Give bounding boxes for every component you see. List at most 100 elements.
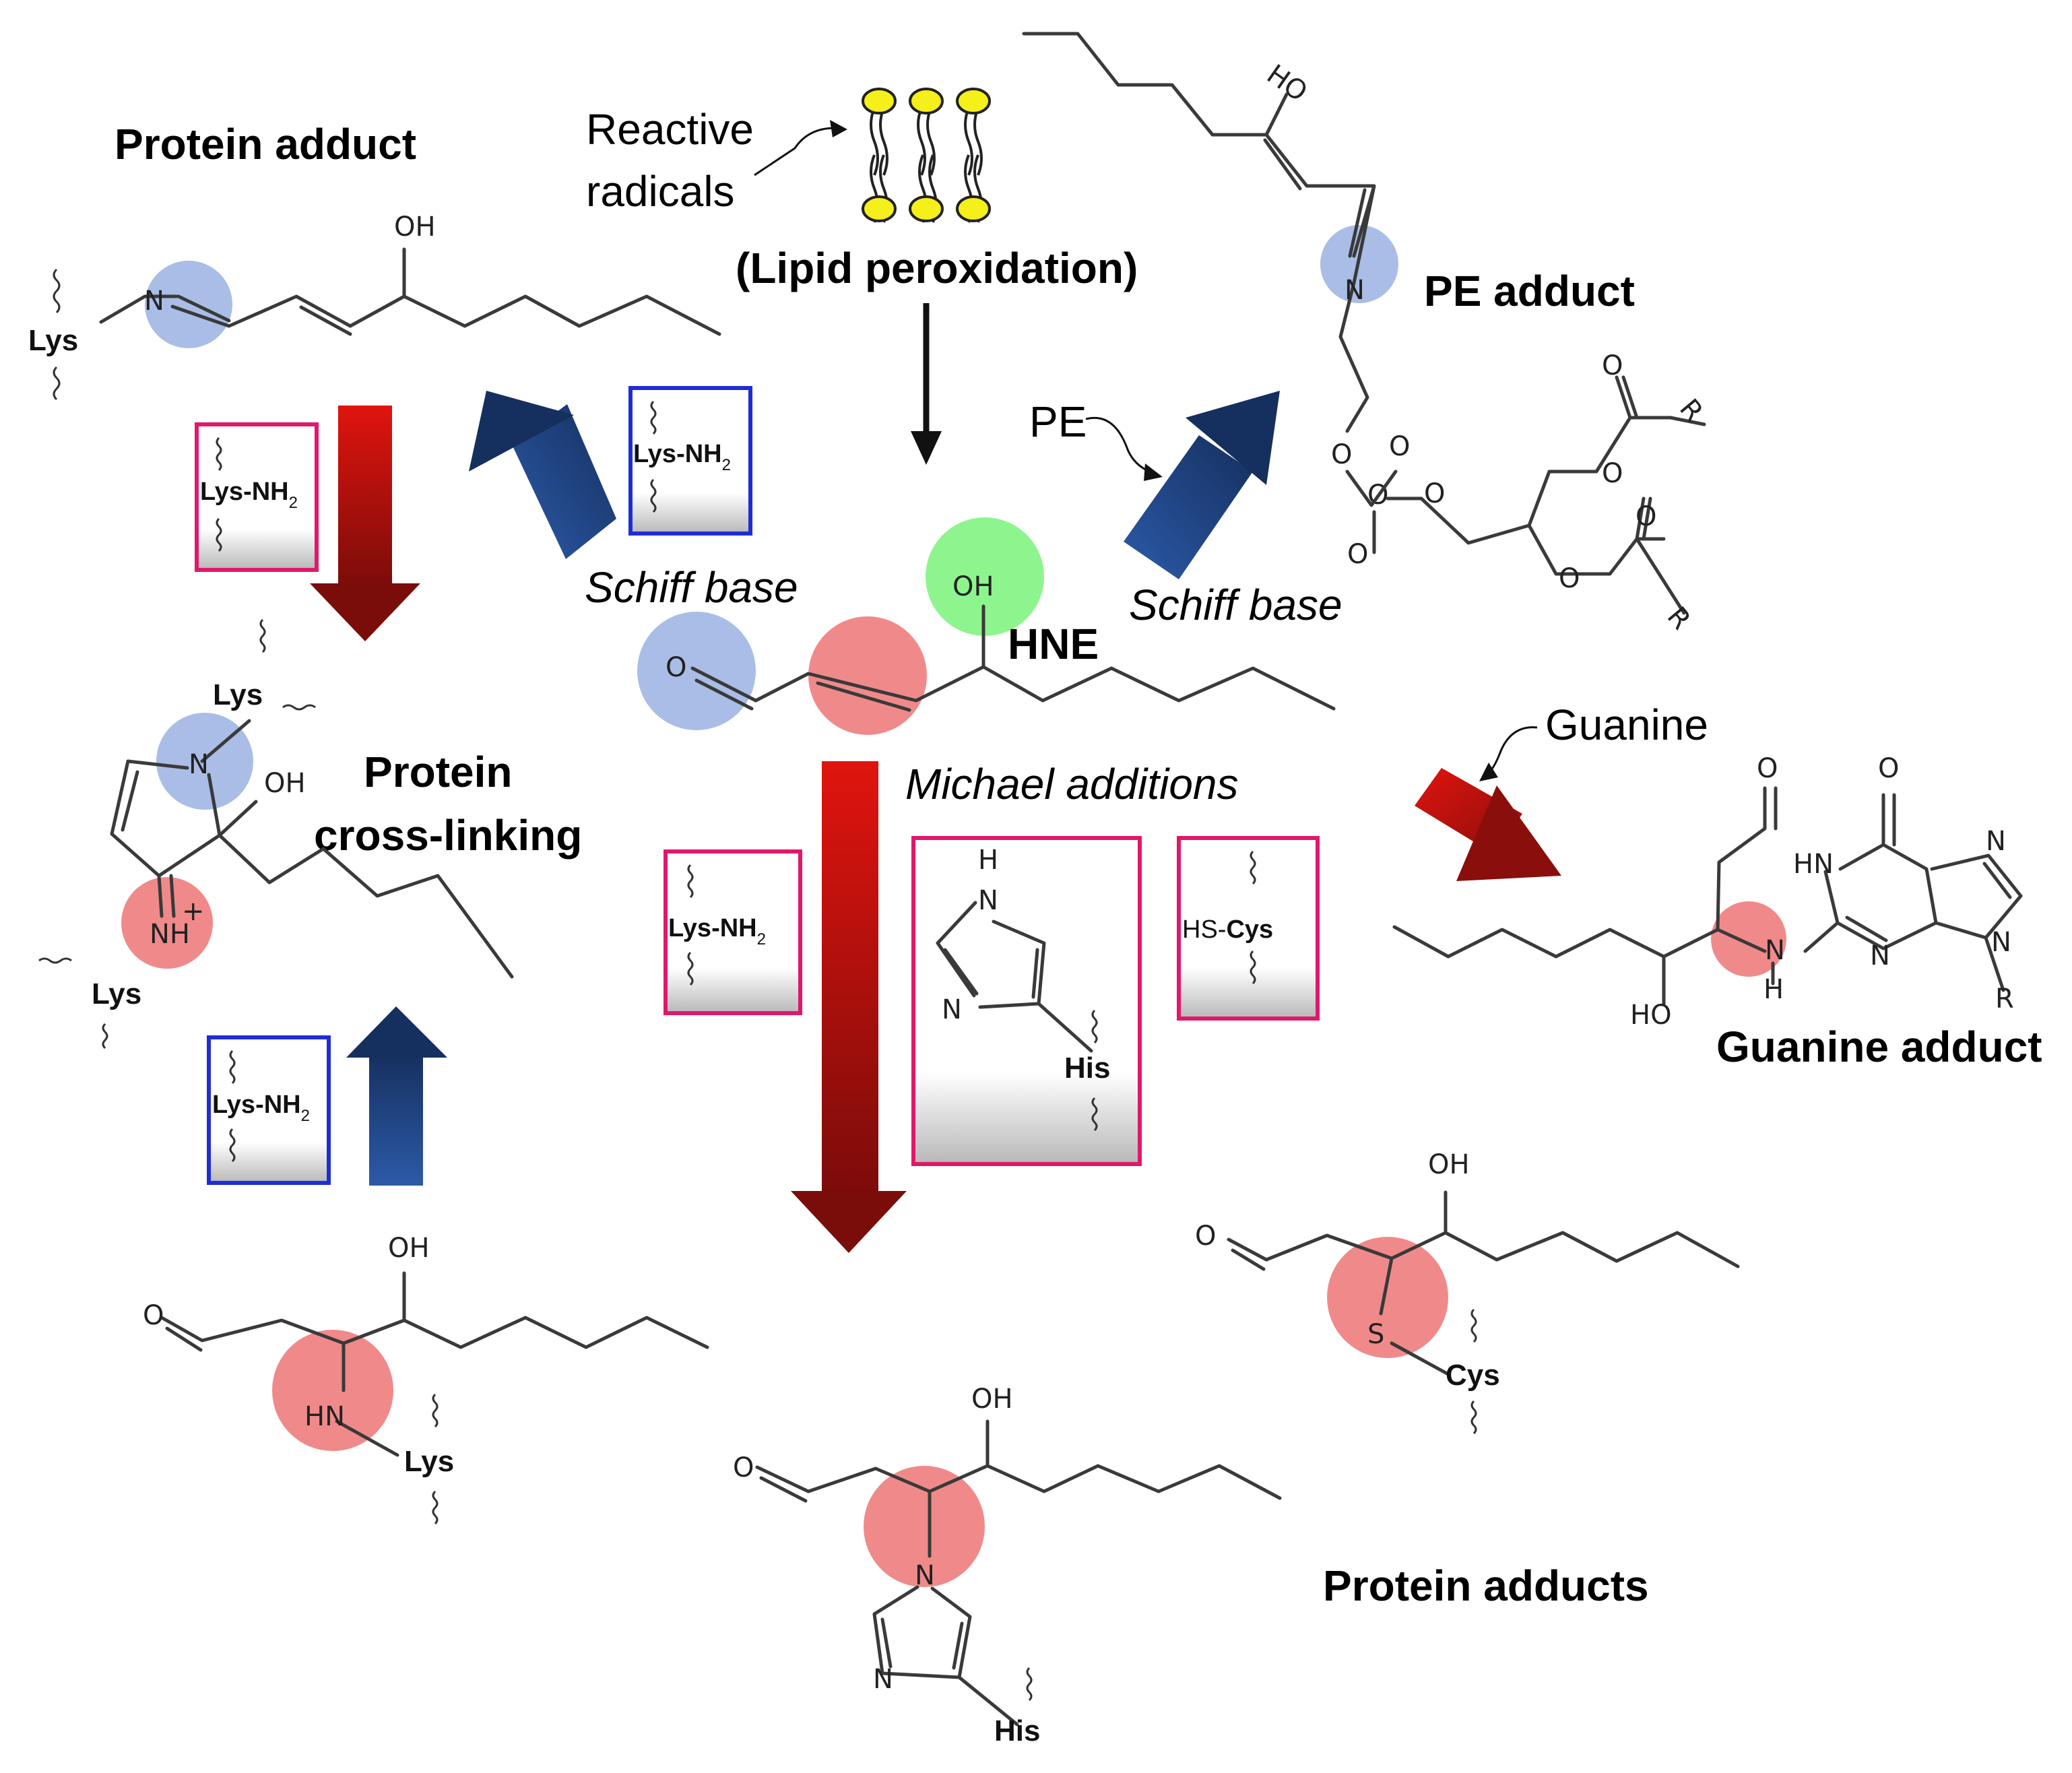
reagent-box-lys-nh2-pink-2: Lys-NH2 <box>663 849 802 1015</box>
atom-o: O <box>1559 563 1580 594</box>
atom-h: H <box>1763 974 1784 1005</box>
atom-n: N <box>873 1664 893 1695</box>
blue-arrow-to-protein-adduct <box>469 391 616 559</box>
atom-o: O <box>1347 539 1368 570</box>
svg-text:Lys-NH2: Lys-NH2 <box>212 1091 310 1125</box>
chain-wavy <box>259 618 266 653</box>
reagent-box-his: H N N His <box>911 836 1142 1166</box>
svg-text:N: N <box>942 994 962 1025</box>
reactive-radicals-line2: radicals <box>586 167 735 216</box>
lys-label: Lys <box>404 1445 454 1478</box>
svg-text:His: His <box>1064 1052 1110 1085</box>
reagent-box-lys-nh2-pink-1: Lys-NH2 <box>195 422 319 572</box>
atom-o: O <box>1602 350 1623 381</box>
atom-oh: OH <box>394 212 436 243</box>
his-adduct-highlight <box>864 1466 985 1587</box>
red-arrow-michael <box>791 761 907 1253</box>
atom-plus: + <box>182 896 205 927</box>
chain-wavy <box>282 704 316 711</box>
reactive-radicals-line1: Reactive <box>586 105 754 154</box>
guanine-curved-arrow <box>1486 726 1538 776</box>
hydroxyl-highlight <box>926 517 1044 636</box>
atom-n: N <box>915 1560 935 1591</box>
lipid-bilayer-icon <box>862 88 991 223</box>
atom-r: R <box>1673 393 1709 428</box>
chain-wavy <box>1470 1308 1477 1343</box>
guanine-label: Guanine <box>1545 701 1708 749</box>
guanine-adduct-title: Guanine adduct <box>1716 1023 2042 1071</box>
svg-text:HS-Cys: HS-Cys <box>1182 915 1273 944</box>
schiff-highlight-top-left <box>145 261 232 348</box>
atom-r: R <box>1995 984 2014 1014</box>
pe-curved-arrow <box>1085 416 1154 474</box>
red-arrow-down-left <box>310 406 420 641</box>
atom-o: O <box>1195 1221 1216 1252</box>
svg-text:Lys-NH2: Lys-NH2 <box>200 478 298 512</box>
atom-n: N <box>1870 940 1890 971</box>
guanine-arrow-head <box>1479 763 1498 781</box>
atom-n: N <box>1765 935 1785 966</box>
crosslinking-title-line1: Protein <box>364 748 512 796</box>
atom-hn: HN <box>1793 849 1834 880</box>
lys-label: Lys <box>213 678 263 711</box>
schiff-base-left-label: Schiff base <box>585 563 798 612</box>
svg-text:Lys-NH2: Lys-NH2 <box>668 914 766 948</box>
chain-wavy <box>432 1393 439 1428</box>
atom-s: S <box>1367 1319 1384 1350</box>
atom-n: N <box>1991 927 2011 958</box>
atom-oh: OH <box>971 1384 1013 1415</box>
cys-adduct-highlight <box>1327 1237 1448 1358</box>
lys-adduct-highlight <box>272 1330 393 1451</box>
atom-o: O <box>1757 753 1778 784</box>
atom-r: R <box>1661 602 1697 636</box>
his-label: His <box>994 1714 1040 1747</box>
cys-label: Cys <box>1446 1359 1500 1392</box>
chain-wavy <box>1470 1400 1477 1435</box>
atom-ho: HO <box>1630 1000 1672 1031</box>
atom-oh: OH <box>388 1233 430 1264</box>
blue-arrow-to-pe-adduct <box>1124 391 1280 579</box>
protein-adduct-title: Protein adduct <box>115 120 416 168</box>
atom-o: O <box>1331 439 1352 470</box>
pe-adduct-title: PE adduct <box>1424 267 1635 315</box>
atom-oh: OH <box>1428 1149 1470 1180</box>
hne-label: HNE <box>1008 620 1099 668</box>
pe-label: PE <box>1029 397 1087 446</box>
blue-arrow-up-left <box>346 1006 447 1186</box>
atom-n: N <box>1986 826 2006 857</box>
atom-nh: NH <box>150 919 190 950</box>
atom-n: N <box>144 286 164 317</box>
atom-o: O <box>666 652 686 683</box>
protein-adducts-title: Protein adducts <box>1323 1561 1649 1610</box>
chain-wavy <box>432 1490 439 1525</box>
radical-curved-arrow <box>754 127 836 176</box>
chain-wavy <box>102 1023 108 1050</box>
atom-o: O <box>1636 501 1656 532</box>
atom-o: O <box>1389 431 1410 462</box>
atom-n: N <box>1345 275 1365 306</box>
crosslinking-title-line2: cross-linking <box>314 811 582 860</box>
atom-oh: OH <box>952 571 994 602</box>
chain-wavy <box>1026 1667 1033 1702</box>
red-arrow-to-guanine <box>1415 768 1561 881</box>
radical-arrow-head <box>830 120 847 137</box>
schiff-base-right-label: Schiff base <box>1129 581 1342 629</box>
atom-o: O <box>1878 753 1899 784</box>
atom-ho: HO <box>1261 59 1313 108</box>
chain-wavy <box>53 268 61 314</box>
atom-o: O <box>1602 458 1623 489</box>
chain-wavy <box>38 957 72 964</box>
reagent-box-lys-nh2-blue-2: Lys-NH2 <box>207 1035 331 1185</box>
atom-n: N <box>189 749 209 780</box>
chain-wavy <box>53 366 61 401</box>
crosslink-nh-highlight <box>121 877 213 969</box>
reagent-box-lys-nh2-blue-1: Lys-NH2 <box>628 386 752 536</box>
michael-additions-label: Michael additions <box>905 760 1239 808</box>
down-arrow-head <box>911 431 942 465</box>
alkene-highlight <box>808 616 927 735</box>
lipid-peroxidation-label: (Lipid peroxidation) <box>736 244 1138 292</box>
svg-text:H: H <box>978 845 998 876</box>
lys-label: Lys <box>28 324 78 357</box>
guanine-n-highlight <box>1711 901 1786 977</box>
